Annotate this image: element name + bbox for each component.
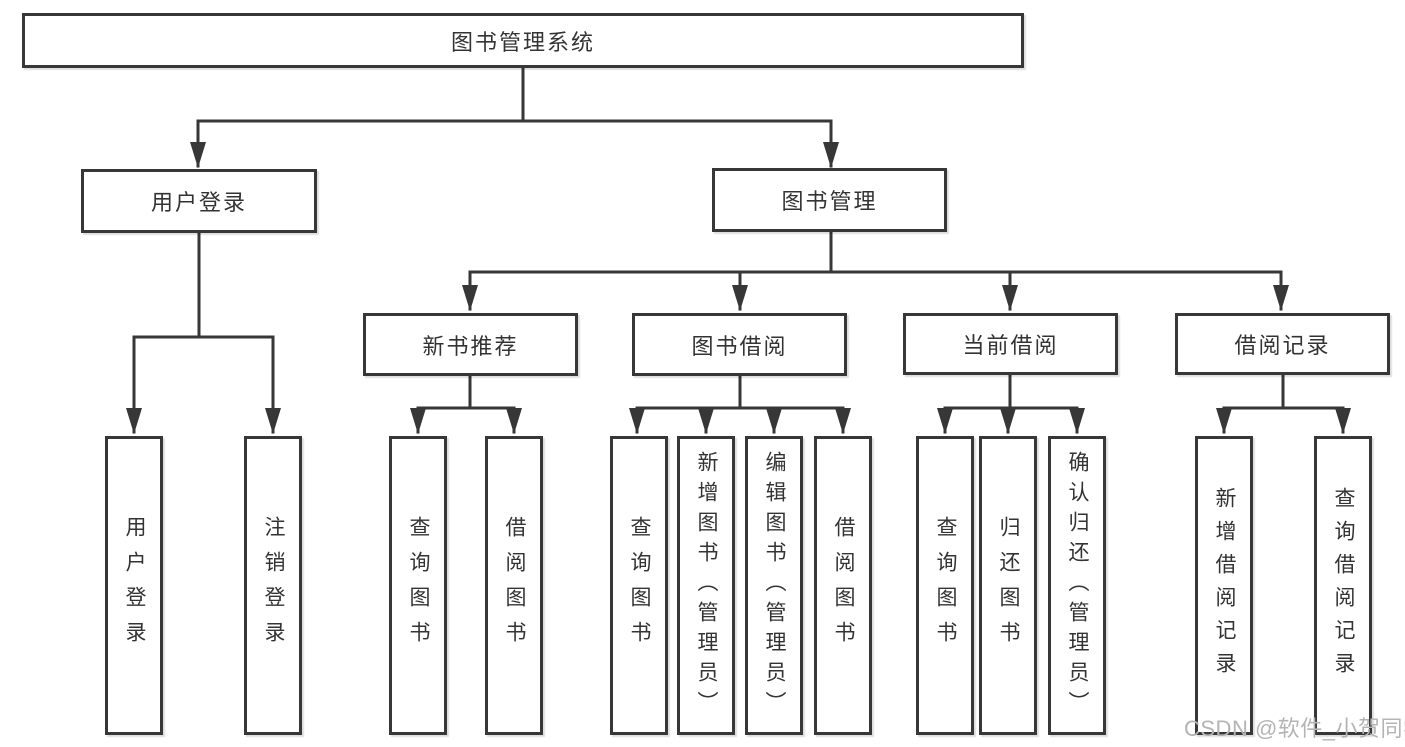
node-book-borrowing: 图书借阅: [632, 313, 847, 376]
leaf-query-books-borrow: 查询图书: [610, 436, 668, 735]
leaf-confirm-return-admin: 确认归还（管理员）: [1048, 436, 1106, 735]
leaf-query-books-recommend: 查询图书: [389, 436, 447, 735]
watermark: CSDN @软件_小贺同学: [1184, 716, 1405, 741]
node-new-book-recommend: 新书推荐: [363, 313, 578, 376]
leaf-borrow-books-recommend: 借阅图书: [485, 436, 543, 735]
node-borrow-records: 借阅记录: [1175, 313, 1390, 375]
leaf-return-books: 归还图书: [979, 436, 1037, 735]
leaf-query-borrow-record: 查询借阅记录: [1314, 436, 1372, 735]
node-user-login: 用户登录: [81, 169, 317, 233]
leaf-edit-book-admin: 编辑图书（管理员）: [745, 436, 803, 735]
leaf-add-borrow-record: 新增借阅记录: [1195, 436, 1253, 735]
node-book-management: 图书管理: [712, 168, 947, 232]
leaf-borrow-books: 借阅图书: [814, 436, 872, 735]
node-library-system: 图书管理系统: [22, 13, 1024, 68]
leaf-query-books-current: 查询图书: [916, 436, 974, 735]
leaf-logout: 注销登录: [244, 436, 302, 735]
leaf-add-book-admin: 新增图书（管理员）: [677, 436, 735, 735]
node-current-borrowing: 当前借阅: [903, 313, 1118, 375]
leaf-user-login: 用户登录: [105, 436, 163, 735]
